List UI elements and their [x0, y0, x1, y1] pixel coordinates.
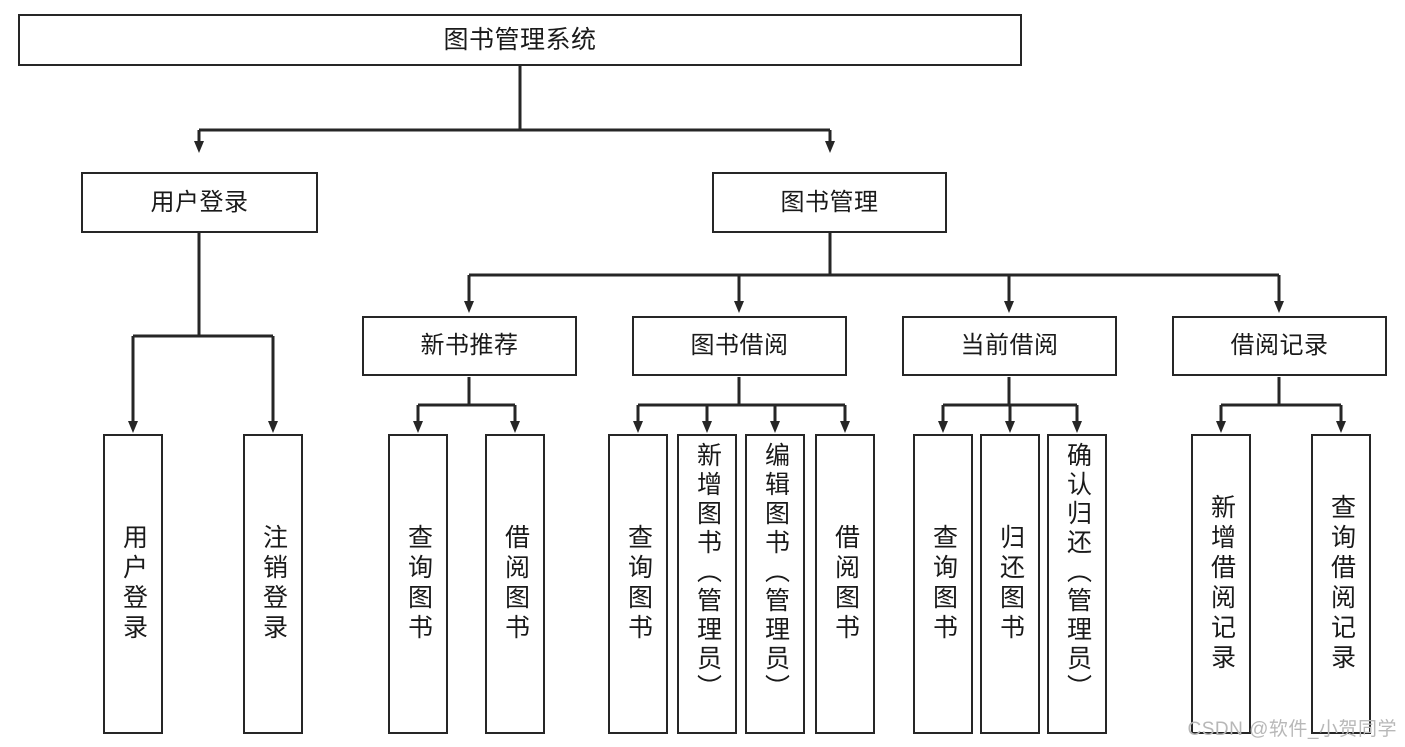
- node-current-borrow[interactable]: 当前借阅: [902, 316, 1117, 376]
- node-label: 注销登录: [259, 524, 288, 644]
- node-label: 图书借阅: [690, 332, 789, 360]
- node-root-system[interactable]: 图书管理系统: [18, 14, 1022, 66]
- node-borrow-record[interactable]: 借阅记录: [1172, 316, 1387, 376]
- node-book-borrow[interactable]: 图书借阅: [632, 316, 847, 376]
- node-label: 当前借阅: [960, 332, 1059, 360]
- leaf-record-add-record[interactable]: 新增借阅记录: [1191, 434, 1251, 734]
- leaf-borrow-lend-book[interactable]: 借阅图书: [815, 434, 875, 734]
- leaf-recommend-query-book[interactable]: 查询图书: [388, 434, 448, 734]
- leaf-user-logout[interactable]: 注销登录: [243, 434, 303, 734]
- node-label: 新增图书（管理员）: [693, 442, 722, 703]
- node-label: 借阅图书: [831, 524, 860, 644]
- leaf-current-query-book[interactable]: 查询图书: [913, 434, 973, 734]
- node-label: 图书管理: [780, 188, 879, 216]
- leaf-current-confirm-return[interactable]: 确认归还（管理员）: [1047, 434, 1107, 734]
- watermark-text: CSDN @软件_小贺同学: [1187, 719, 1397, 740]
- node-label: 查询图书: [624, 524, 653, 644]
- leaf-borrow-add-book[interactable]: 新增图书（管理员）: [677, 434, 737, 734]
- node-label: 查询借阅记录: [1327, 494, 1356, 674]
- node-label: 查询图书: [929, 524, 958, 644]
- node-label: 用户登录: [119, 524, 148, 644]
- node-label: 新书推荐: [420, 332, 519, 360]
- node-label: 图书管理系统: [443, 25, 597, 54]
- node-label: 归还图书: [996, 524, 1025, 644]
- leaf-record-query-record[interactable]: 查询借阅记录: [1311, 434, 1371, 734]
- node-label: 用户登录: [150, 188, 249, 216]
- node-label: 借阅记录: [1230, 332, 1329, 360]
- node-label: 新增借阅记录: [1207, 494, 1236, 674]
- node-label: 借阅图书: [501, 524, 530, 644]
- node-label: 确认归还（管理员）: [1063, 442, 1092, 703]
- leaf-recommend-borrow-book[interactable]: 借阅图书: [485, 434, 545, 734]
- node-book-management[interactable]: 图书管理: [712, 172, 947, 233]
- node-new-book-recommend[interactable]: 新书推荐: [362, 316, 577, 376]
- leaf-borrow-edit-book[interactable]: 编辑图书（管理员）: [745, 434, 805, 734]
- leaf-current-return-book[interactable]: 归还图书: [980, 434, 1040, 734]
- leaf-user-login[interactable]: 用户登录: [103, 434, 163, 734]
- node-label: 编辑图书（管理员）: [761, 442, 790, 703]
- node-user-login[interactable]: 用户登录: [81, 172, 318, 233]
- node-label: 查询图书: [404, 524, 433, 644]
- leaf-borrow-query-book[interactable]: 查询图书: [608, 434, 668, 734]
